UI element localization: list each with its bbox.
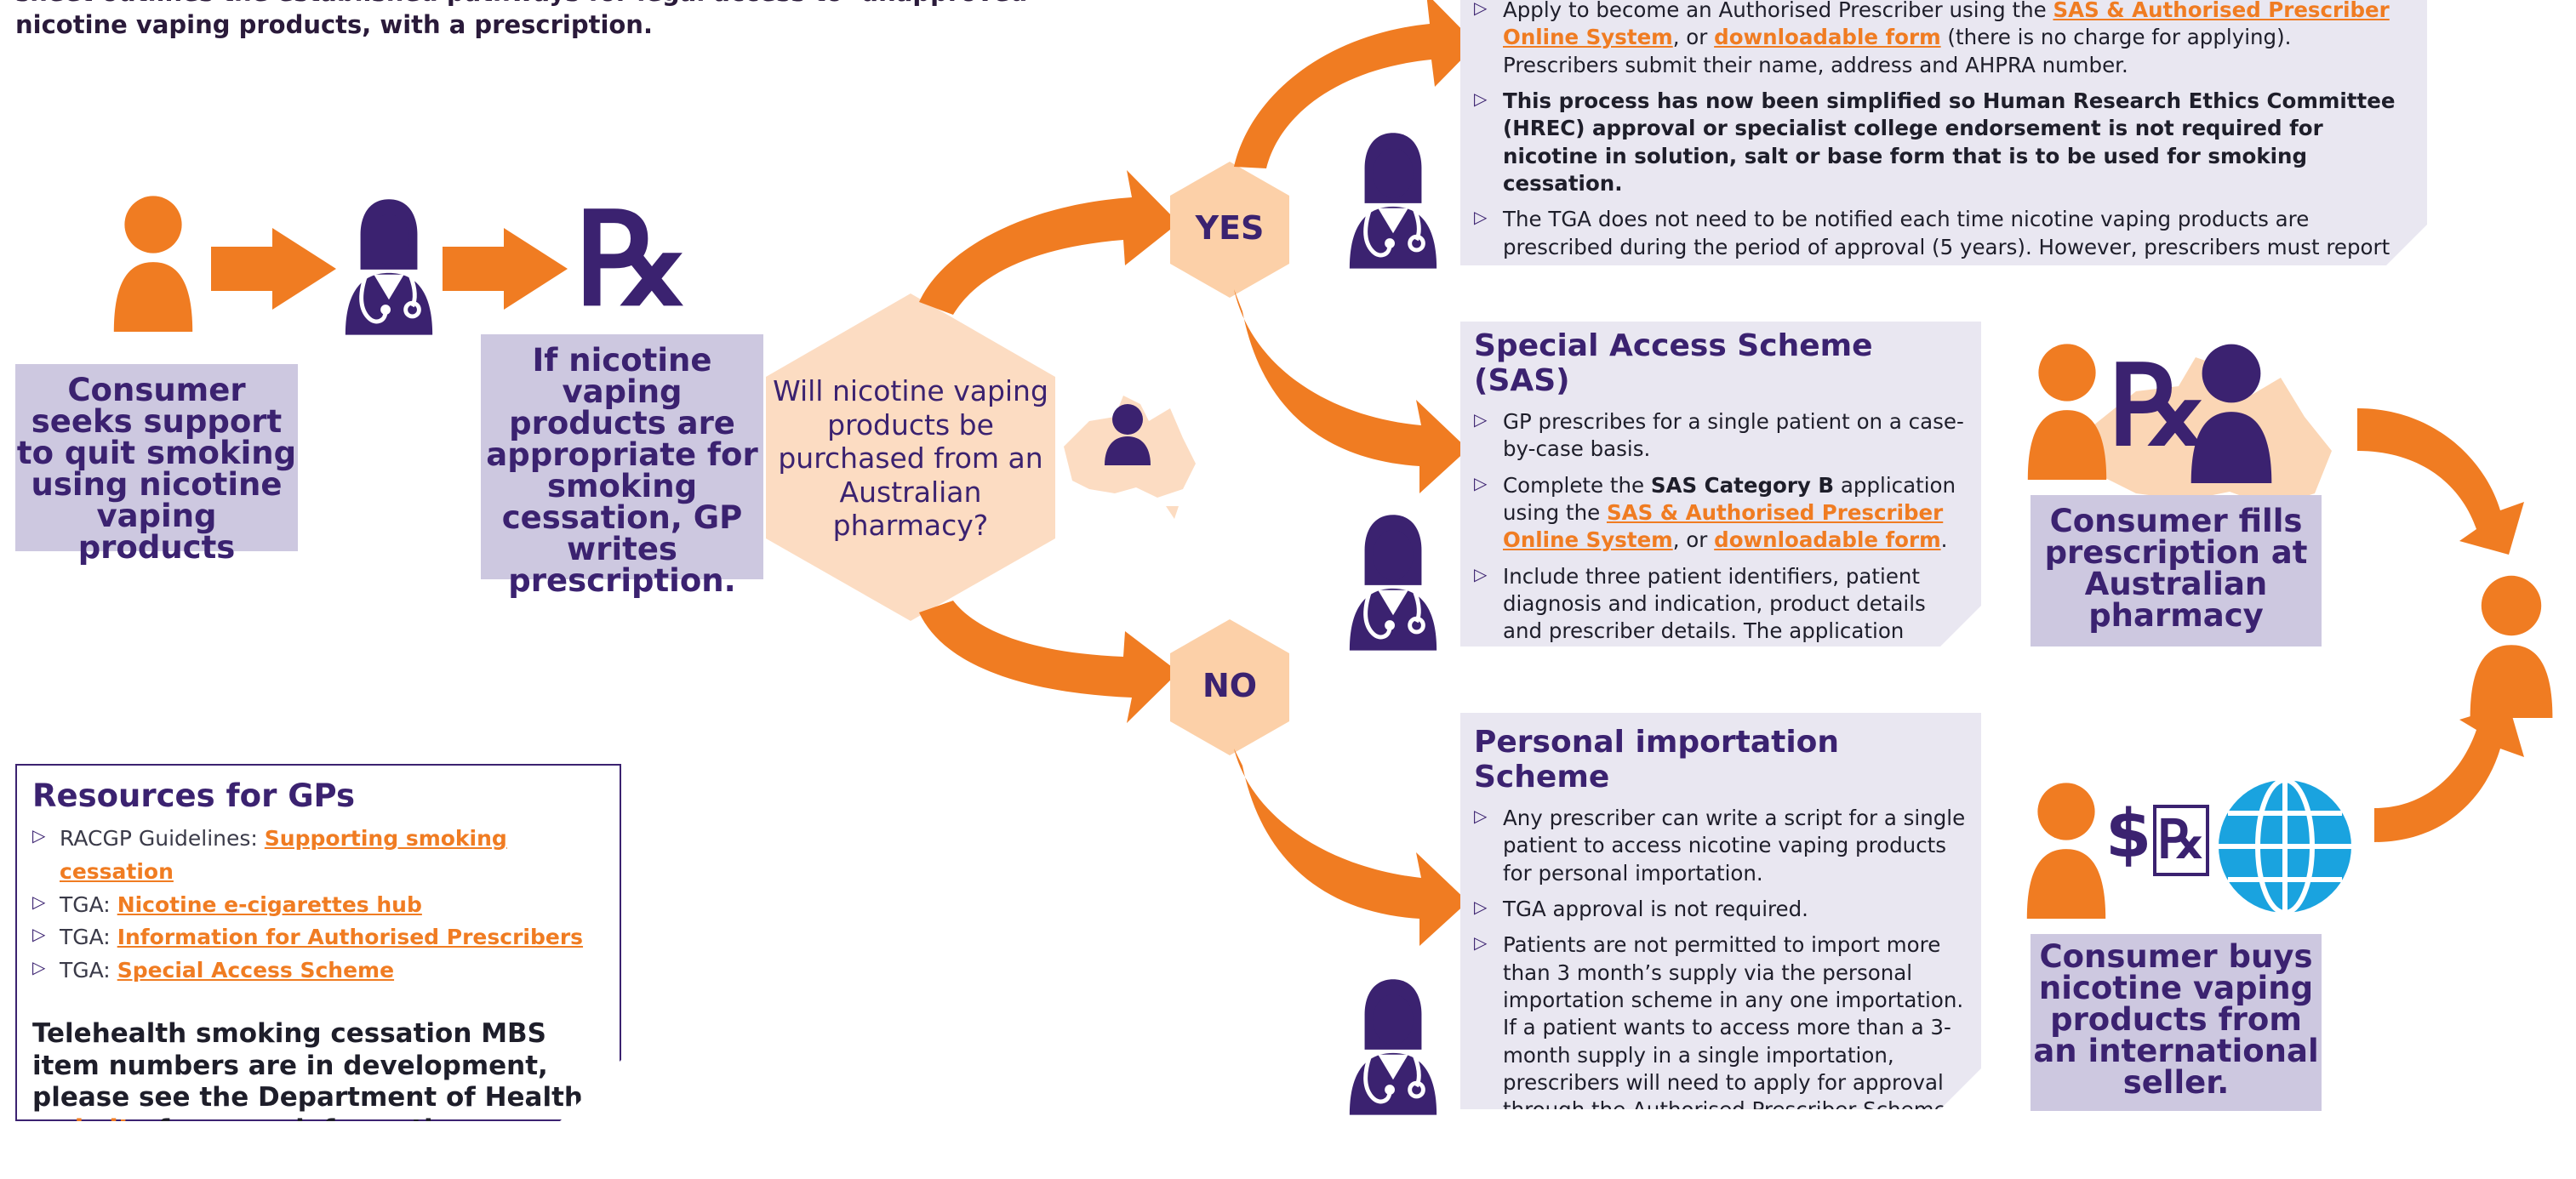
doctor-icon xyxy=(339,192,439,335)
telehealth-note: Telehealth smoking cessation MBS item nu… xyxy=(32,1017,583,1146)
authorised-prescriber-panel: Apply to become an Authorised Prescriber… xyxy=(1460,0,2427,265)
doctor-icon xyxy=(1343,126,1443,269)
rx-icon: ℞ xyxy=(2109,340,2208,470)
arrow-icon xyxy=(1234,0,1476,168)
authorised-bullet-2: This process has now been simplified so … xyxy=(1474,88,2410,197)
arrow-icon xyxy=(919,170,1179,315)
personal-bullet-1: Any prescriber can write a script for a … xyxy=(1474,805,1969,887)
personal-bullet-3: Patients are not permitted to import mor… xyxy=(1474,931,1969,1179)
website-link[interactable]: website xyxy=(32,1114,149,1146)
arrow-icon xyxy=(211,228,336,310)
rx-icon: ℞ xyxy=(575,185,690,334)
resource-item: TGA: Special Access Scheme xyxy=(32,954,604,988)
sas-online-system-link[interactable]: SAS & Authorised Prescriber Online Syste… xyxy=(1503,0,2390,50)
step-consumer-seeks: Consumer seeks support to quit smoking u… xyxy=(15,364,298,563)
person-icon xyxy=(2017,337,2117,480)
doctor-icon xyxy=(1343,508,1443,651)
resource-item: TGA: Nicotine e-cigarettes hub xyxy=(32,889,604,922)
resource-item: RACGP Guidelines: Supporting smoking ces… xyxy=(32,823,604,889)
arrow-icon xyxy=(2374,704,2524,842)
resources-box: Resources for GPs RACGP Guidelines: Supp… xyxy=(15,764,621,1121)
doctor-icon xyxy=(1343,972,1443,1115)
arrow-icon xyxy=(443,228,568,310)
resource-item: TGA: Information for Authorised Prescrib… xyxy=(32,921,604,954)
downloadable-form-link[interactable]: downloadable form xyxy=(1714,527,1941,553)
pharmacy-box: Consumer fills prescription at Australia… xyxy=(2031,495,2322,646)
arrow-icon xyxy=(2357,408,2524,555)
rx-document-icon: ℞ xyxy=(2153,805,2209,876)
international-box: Consumer buys nicotine vaping products f… xyxy=(2031,934,2322,1111)
arrow-icon xyxy=(1234,749,1468,946)
step-gp-writes: If nicotine vaping products are appropri… xyxy=(481,334,763,596)
sas-title: Special Access Scheme (SAS) xyxy=(1474,328,1873,398)
sas-panel: Special Access Scheme (SAS) GP prescribe… xyxy=(1460,322,1981,646)
resource-link[interactable]: Supporting smoking cessation xyxy=(60,826,507,884)
intro-text: sheet outlines the established pathways … xyxy=(15,0,1037,40)
yes-label: YES xyxy=(1195,209,1265,247)
downloadable-form-link[interactable]: downloadable form xyxy=(1714,25,1941,50)
personal-bullet-2: TGA approval is not required. xyxy=(1474,896,1969,923)
resource-link[interactable]: Nicotine e-cigarettes hub xyxy=(117,891,422,917)
yes-hexagon xyxy=(1170,162,1289,298)
sas-bullet-1: GP prescribes for a single patient on a … xyxy=(1474,408,1969,464)
sas-bullet-2: Complete the SAS Category B application … xyxy=(1474,472,1969,555)
globe-icon xyxy=(2219,777,2351,915)
dollar-icon: $ xyxy=(2105,796,2152,873)
resource-link[interactable]: Information for Authorised Prescribers xyxy=(117,925,584,950)
sas-online-system-link[interactable]: SAS & Authorised Prescriber Online Syste… xyxy=(1503,499,1944,553)
question-hexagon xyxy=(766,293,1055,621)
person-icon xyxy=(104,189,203,332)
authorised-bullet-1: Apply to become an Authorised Prescriber… xyxy=(1474,0,2410,79)
person-icon xyxy=(2017,776,2116,919)
flow-arrows xyxy=(211,0,2524,946)
arrow-icon xyxy=(1234,289,1468,493)
pharmacist-icon xyxy=(2179,337,2284,483)
no-hexagon xyxy=(1170,619,1289,755)
personal-title: Personal importation Scheme xyxy=(1474,725,1840,795)
personal-importation-panel: Personal importation Scheme Any prescrib… xyxy=(1460,713,1981,1109)
question-text: Will nicotine vaping products be purchas… xyxy=(773,374,1048,543)
rx-icon: ℞ xyxy=(2157,808,2205,870)
resource-link[interactable]: Special Access Scheme xyxy=(117,958,395,982)
australia-map-icon xyxy=(1064,396,1196,519)
no-label: NO xyxy=(1202,667,1258,704)
resources-title: Resources for GPs xyxy=(32,777,356,814)
arrow-icon xyxy=(919,601,1179,723)
person-icon xyxy=(2459,568,2563,718)
